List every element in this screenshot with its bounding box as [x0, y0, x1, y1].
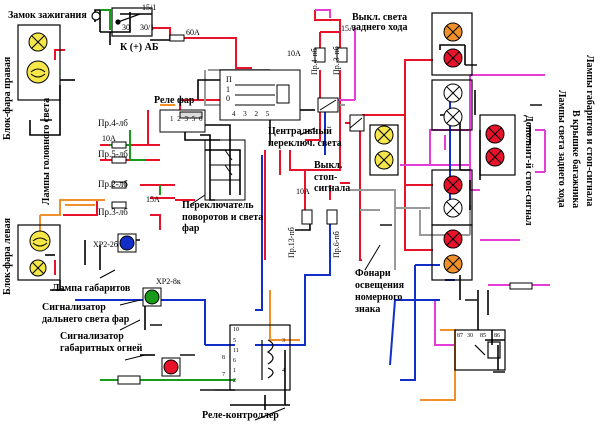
right-lamp-clusters: [369, 12, 516, 281]
ctrl-pin: 6: [233, 358, 236, 364]
central-switch-pins-bottom: 4 3 2 5: [232, 110, 273, 118]
block-right-label: Блок-фара правая: [2, 56, 13, 140]
pin-15-1-label: 15/1: [142, 3, 157, 12]
ctrl-pin: 4: [282, 368, 285, 374]
central-switch-box: [219, 69, 301, 121]
fuse-10a-top-label: 10А: [287, 49, 301, 58]
turn-switch-label: Переключатель поворотов и света фар: [182, 200, 264, 234]
pr3-pb-top-label: Пр. 3-пб: [332, 46, 341, 75]
tail-lamp-crosses: [446, 25, 502, 271]
fuse-10a-left-label: 10А: [102, 134, 116, 143]
add-brake-label: Дополнит-й стоп-сигнал: [523, 115, 534, 226]
headlight-relay-pins: 1 2 3 5 6: [170, 115, 204, 123]
pin-30-1-label: 30/1: [140, 23, 155, 32]
pr5-lb-label: Пр.5-лб: [98, 149, 128, 159]
battery-plus-label: К (+) АБ: [120, 42, 159, 53]
fuse-60a-label: 60А: [186, 28, 200, 37]
tail-lamps: [443, 22, 505, 274]
ground-symbols: [40, 64, 542, 391]
fuses: [111, 34, 533, 385]
relay-controller-label: Реле-контроллер: [202, 410, 279, 421]
pr2-lb-label: Пр.2-лб: [98, 179, 128, 189]
fuse-15a-left-label: 15А: [146, 195, 160, 204]
red-wires: [54, 10, 433, 275]
fuse-10a-mid-label: 10А: [296, 187, 310, 196]
reverse-switch-label: Выкл. света заднего хода: [352, 12, 408, 33]
xp2-2b-label: ХР2-2б: [93, 240, 118, 249]
indicators: [117, 233, 181, 377]
ctrl-pin: 3: [282, 338, 285, 344]
reverse-lamps-label: Лампы света заднего хода: [556, 90, 567, 208]
plate-lights-label: Фонари освещения номерного знака: [355, 268, 405, 315]
brake-switch-label: Выкл. стоп-сигнала: [314, 160, 351, 194]
brake-switch-symbol: [349, 114, 365, 132]
parking-indicator-label: Сигнализатор габаритных огней: [60, 331, 143, 354]
pr3-lb-label: Пр.3-лб: [98, 207, 128, 217]
relay-pin: 87: [457, 333, 463, 339]
turn-switch-box: [204, 139, 246, 201]
pr6-pb-label: Пр.6-пб: [332, 231, 341, 258]
central-switch-pins: П 1 0: [226, 75, 232, 104]
relay-pin: 30: [467, 333, 473, 339]
ctrl-pin: 5: [233, 338, 236, 344]
ctrl-pin: 1: [233, 368, 236, 374]
ctrl-pin-8: 8: [222, 355, 225, 361]
ctrl-pin: 11: [233, 348, 239, 354]
ctrl-pin: 2: [233, 378, 236, 384]
headlight-blocks: [17, 24, 61, 281]
pr13-pb-label: Пр.13-пб: [287, 227, 296, 258]
lamp-crosses: [31, 35, 391, 275]
ignition-switch-label: Замок зажигания: [8, 10, 87, 21]
pin-30-label: 30: [122, 23, 130, 32]
parking-lamp-label: Лампа габаритов: [52, 283, 131, 294]
pr4-lb-label: Пр.4-лб: [98, 118, 128, 128]
trunk-lid-label: В крышке багажника: [570, 110, 581, 209]
fuse-15a-top-label: 15А: [341, 24, 355, 33]
high-beam-indicator-label: Сигнализатор дальнего света фар: [42, 302, 130, 325]
ctrl-pin: 10: [233, 327, 239, 333]
relay-pin: 85: [480, 333, 486, 339]
reverse-switch-symbol: [317, 97, 339, 113]
ignition-switch-symbol: [91, 7, 153, 37]
headlight-relay-box: [159, 109, 206, 133]
block-left-label: Блок-фара левая: [2, 217, 13, 295]
tail-lamps-label: Лампы габаритов и стоп-сигнала: [584, 55, 595, 207]
xp2-8k-label: ХР2-8к: [156, 277, 181, 286]
central-switch-label: Центральный переключ. света: [268, 126, 342, 149]
headlight-relay-label: Реле фар: [154, 95, 195, 106]
double-filament-lamps: [30, 68, 48, 247]
relay-controller-box: [229, 324, 291, 391]
pointer-lines: [99, 127, 381, 421]
pr4-pb-top-label: Пр.4-пб: [310, 48, 319, 75]
ctrl-pin-7: 7: [222, 372, 225, 378]
relay-pin: 86: [494, 333, 500, 339]
magenta-wires: [315, 9, 550, 346]
small-relay-box: [454, 329, 506, 371]
headlight-lamps-label: Лампы головного света: [41, 97, 52, 205]
